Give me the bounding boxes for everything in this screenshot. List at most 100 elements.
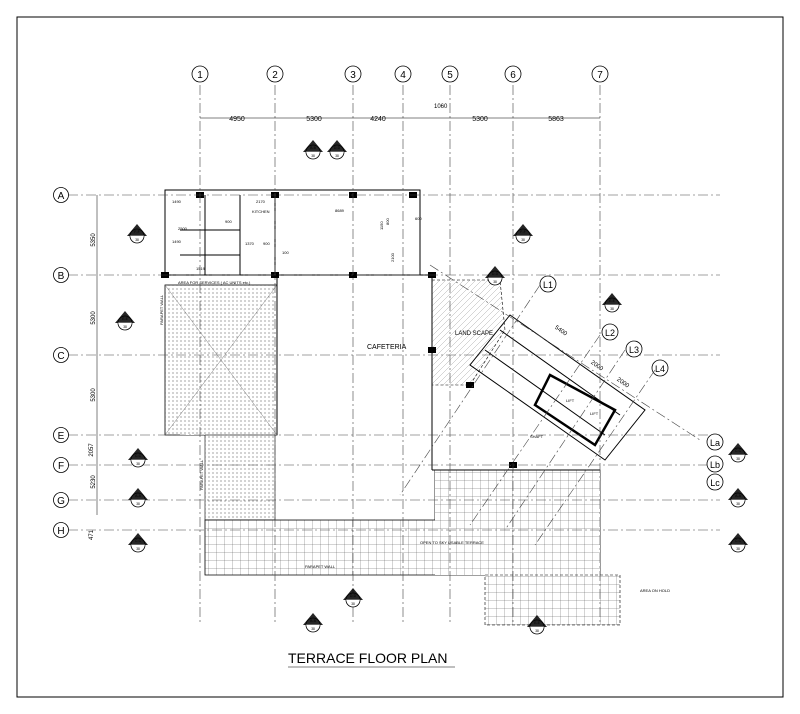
skew-dim: 2000 bbox=[615, 377, 630, 390]
dim-2500: 2500 bbox=[178, 226, 188, 231]
grid-column-label: 2 bbox=[272, 70, 278, 81]
grid-row-label: E bbox=[58, 431, 65, 442]
section-marker-C-C: C-C 38 bbox=[128, 533, 148, 553]
section-id: C-C bbox=[735, 539, 742, 543]
lift-label-2: LIFT bbox=[590, 411, 599, 416]
skew-row-label: La bbox=[710, 438, 720, 448]
lift-label-1: LIFT bbox=[566, 398, 575, 403]
parapet-wall-label-1: PARAPET WALL bbox=[159, 294, 164, 325]
section-id: E-E bbox=[122, 317, 129, 321]
skew-grid-label: L4 bbox=[655, 364, 665, 374]
section-id: C-C bbox=[135, 454, 142, 458]
sheet-ref: 38 bbox=[736, 547, 740, 551]
sheet-ref: 38 bbox=[535, 629, 539, 633]
sheet-ref: 38 bbox=[521, 238, 525, 242]
open-terrace-label: OPEN TO SKY USABLE TERRACE bbox=[420, 540, 484, 545]
skew-grid-bubble-L1: L1 bbox=[539, 275, 557, 293]
sheet-ref: 38 bbox=[123, 325, 127, 329]
sheet-ref: 38 bbox=[311, 154, 315, 158]
plan-title: TERRACE FLOOR PLAN bbox=[288, 650, 447, 666]
section-id: E-E bbox=[609, 299, 616, 303]
grid-column-bubble-1: 1 bbox=[191, 65, 209, 83]
services-area-hatch-lower bbox=[180, 355, 277, 435]
column-spacing-dim: 4240 bbox=[370, 116, 386, 123]
grid-row-bubble-F: F bbox=[53, 457, 69, 473]
dim-900b: 900 bbox=[225, 219, 232, 224]
shaft-label: SHAFT bbox=[530, 434, 544, 439]
sheet-ref: 38 bbox=[136, 547, 140, 551]
section-id: A-A bbox=[735, 494, 742, 498]
grid-column-bubble-5: 5 bbox=[441, 65, 459, 83]
section-marker-F-F: F-F38 bbox=[127, 224, 147, 244]
grid-column-label: 5 bbox=[447, 70, 453, 81]
dim-800: 800 bbox=[385, 218, 390, 225]
section-marker-A-A: A-A 38 bbox=[128, 488, 148, 508]
skew-dim: 5400 bbox=[553, 325, 568, 338]
sheet-ref: 38 bbox=[135, 238, 139, 242]
section-marker-A-A: A-A38 bbox=[728, 488, 748, 508]
sheet-ref: 38 bbox=[335, 154, 339, 158]
grid-column-label: 6 bbox=[510, 70, 516, 81]
section-id: B-B bbox=[310, 619, 317, 623]
column-marker bbox=[466, 382, 474, 388]
section-id: F-F bbox=[520, 230, 525, 234]
sheet-ref: 38 bbox=[136, 502, 140, 506]
sheet-ref: 38 bbox=[736, 457, 740, 461]
section-marker-D-D: D-D 38 bbox=[327, 140, 347, 160]
grid-row-label: C bbox=[57, 351, 64, 362]
parapet-strip bbox=[204, 434, 276, 521]
grid-column-bubble-6: 6 bbox=[504, 65, 522, 83]
row-spacing-dim: 5300 bbox=[91, 388, 97, 402]
sheet-ref: 38 bbox=[493, 280, 497, 284]
section-marker-B-B: B-B38 bbox=[303, 613, 323, 633]
section-id: D-D bbox=[334, 146, 341, 150]
row-spacing-dim: 5230 bbox=[91, 475, 97, 489]
grid-row-label: H bbox=[57, 526, 64, 537]
skew-grid-bubble-L2: L2 bbox=[601, 323, 619, 341]
row-spacing-dim: 5350 bbox=[91, 233, 97, 247]
section-marker-F-F: F-F 38 bbox=[513, 224, 533, 244]
section-id: A-A bbox=[135, 494, 142, 498]
dim-1150: 1150 bbox=[379, 221, 384, 230]
skew-row-label: Lb bbox=[710, 460, 720, 470]
section-marker-C-C: C-C 38 bbox=[728, 443, 748, 463]
section-id: C-C bbox=[735, 449, 742, 453]
skew-grid-bubble-L4: L4 bbox=[651, 359, 669, 377]
dim-8689: 8689 bbox=[335, 208, 345, 213]
row-dimension-text: 5350 5300 5300 2057 5230 471 bbox=[89, 233, 97, 540]
section-id: E-E bbox=[534, 621, 541, 625]
column-spacing-dim: 5300 bbox=[306, 116, 322, 123]
skew-row-label: Lc bbox=[710, 478, 720, 488]
column-spacing-dim: 5300 bbox=[472, 116, 488, 123]
grid-column-label: 3 bbox=[350, 70, 356, 81]
grid-row-label: F bbox=[58, 461, 64, 472]
dim-100: 100 bbox=[282, 250, 289, 255]
grid-row-bubble-G: G bbox=[53, 492, 69, 508]
grid-row-bubble-C: C bbox=[53, 347, 69, 363]
sheet-ref: 38 bbox=[136, 462, 140, 466]
skew-grid-lines bbox=[399, 264, 701, 546]
landscape-label: LAND SCAPE bbox=[455, 331, 493, 337]
grid-column-label: 4 bbox=[400, 70, 406, 81]
row-spacing-dim: 5300 bbox=[91, 311, 97, 325]
sheet-border bbox=[16, 16, 784, 698]
skew-grid-label: L3 bbox=[629, 345, 639, 355]
grid-column-label: 7 bbox=[597, 70, 603, 81]
grid-column-bubble-3: 3 bbox=[344, 65, 362, 83]
services-label: AREA FOR SERVICES ( AC UNITS etc.) bbox=[178, 280, 251, 285]
skew-row-bubble-Lb: Lb bbox=[706, 455, 724, 473]
grid-column-label: 1 bbox=[197, 70, 203, 81]
grid-column-bubble-4: 4 bbox=[394, 65, 412, 83]
section-id: D-D bbox=[350, 594, 357, 598]
dim-1370: 1370 bbox=[245, 241, 255, 246]
parapet-wall-label-3: PARAPET WALL bbox=[305, 564, 336, 569]
section-marker-C-C: C-C 38 bbox=[128, 448, 148, 468]
sheet-ref: 38 bbox=[351, 602, 355, 606]
section-id: D-D bbox=[492, 272, 499, 276]
row-spacing-dim: 2057 bbox=[89, 443, 95, 457]
section-id: C-C bbox=[135, 539, 142, 543]
parapet-wall-label-2: PARAPET WALL bbox=[199, 459, 204, 490]
row-spacing-dim: 471 bbox=[89, 529, 95, 540]
